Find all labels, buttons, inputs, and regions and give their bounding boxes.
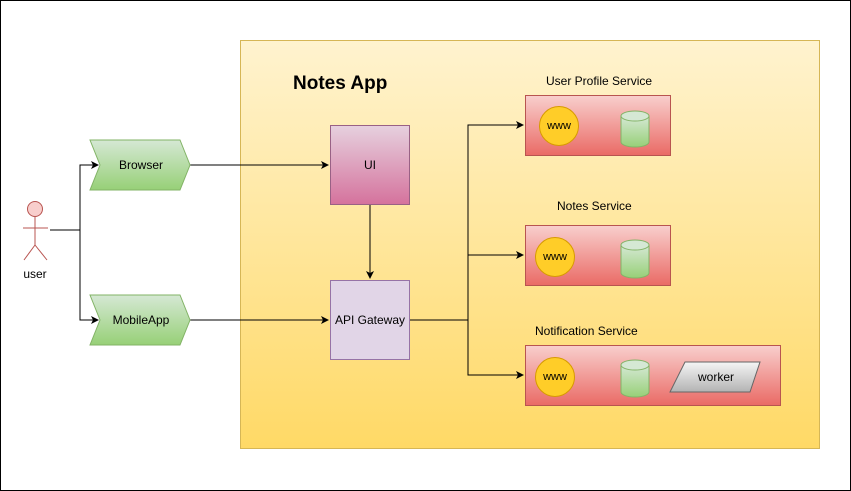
mobileapp-shape (89, 294, 191, 346)
user-profile-database-icon (620, 110, 650, 148)
worker-label: worker (697, 370, 734, 384)
mobileapp-label: MobileApp (112, 313, 170, 327)
user-label: user (23, 267, 47, 281)
connectors (50, 121, 524, 379)
edge-gateway-notification (410, 319, 524, 379)
worker-shape (669, 361, 761, 393)
diagram-title: Notes App (293, 73, 388, 94)
ui-label: UI (364, 158, 376, 172)
api-gateway-label: API Gateway (334, 313, 406, 327)
notification-www-icon: www (535, 357, 575, 397)
notes-www-icon: www (535, 237, 575, 277)
user-profile-www-icon: www (539, 106, 579, 146)
browser-label: Browser (118, 158, 163, 172)
api-gateway-node: API Gateway (330, 280, 410, 360)
notification-database-icon (620, 359, 650, 398)
edge-user-mobileapp (50, 229, 99, 324)
notes-www-label: www (543, 251, 567, 263)
user-actor-icon (23, 201, 48, 261)
browser-shape (89, 139, 191, 191)
ui-node: UI (330, 125, 410, 205)
notes-database-icon (620, 239, 650, 279)
notification-service-label: Notification Service (535, 324, 638, 338)
notes-service-label: Notes Service (557, 199, 632, 213)
user-profile-service-label: User Profile Service (546, 74, 653, 88)
user-profile-www-label: www (547, 120, 571, 132)
notification-www-label: www (543, 371, 567, 383)
